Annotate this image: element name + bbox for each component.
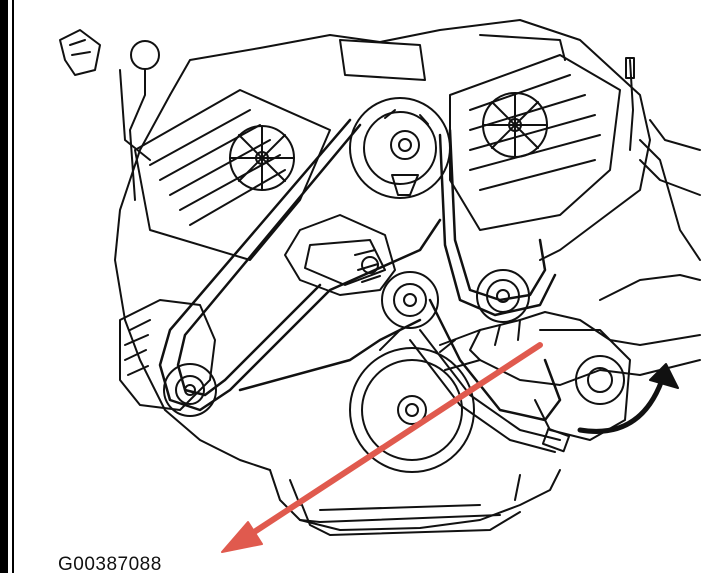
tensioner-pulley	[381, 271, 439, 329]
annotation-arrow	[221, 342, 543, 553]
crankshaft-pulley	[349, 329, 475, 473]
oil-pan	[299, 499, 521, 536]
figure-code-label: G00387088	[58, 554, 162, 573]
right-cam-pulley	[482, 92, 548, 158]
tensioner-bracket	[284, 214, 396, 296]
idler-pulley	[476, 269, 530, 323]
left-cam-pulley	[229, 125, 295, 191]
hand-with-wrench	[409, 139, 701, 453]
ac-compressor	[534, 329, 631, 441]
top-idler-pulley	[349, 97, 451, 199]
frame-gap	[8, 0, 12, 573]
rotation-arrow	[577, 363, 679, 434]
frame-border	[0, 0, 8, 573]
alternator	[119, 299, 217, 417]
frame-rule	[12, 0, 14, 573]
